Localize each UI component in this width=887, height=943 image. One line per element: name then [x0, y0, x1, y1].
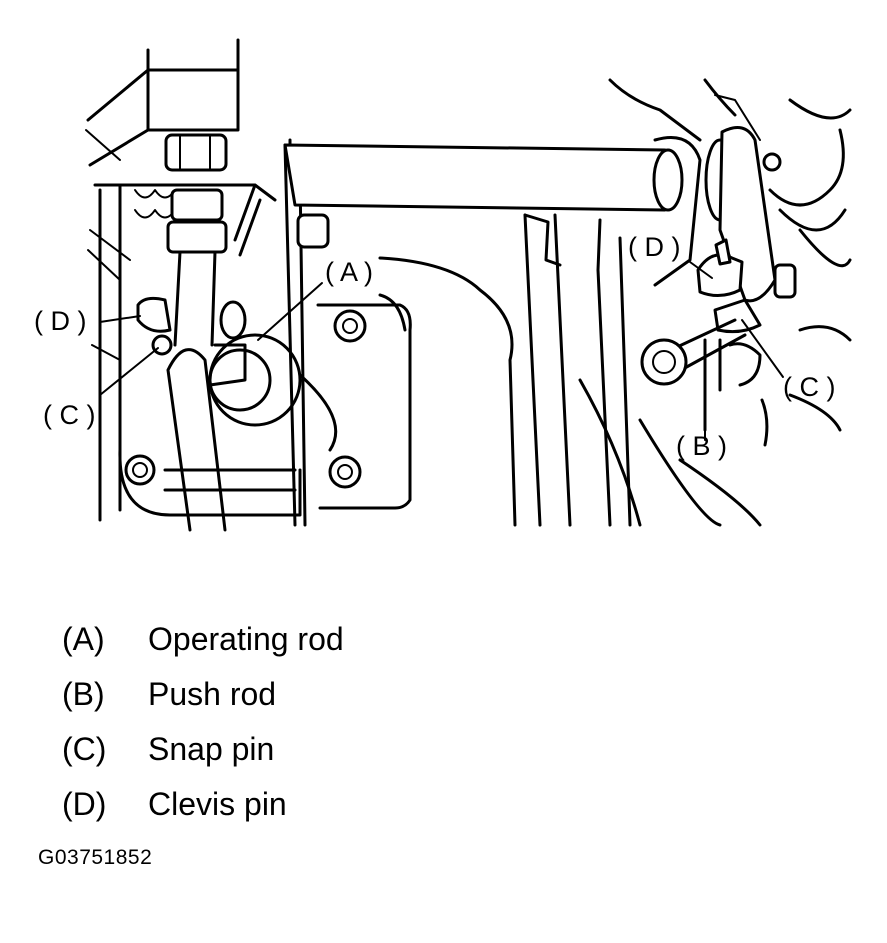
parts-legend: (A) Operating rod (B) Push rod (C) Snap …: [62, 612, 344, 832]
callout-d-left: ( D ): [34, 306, 86, 336]
legend-text: Push rod: [148, 676, 277, 712]
figure-id: G03751852: [38, 846, 153, 869]
callout-d-right: ( D ): [628, 232, 680, 262]
legend-key: (C): [62, 731, 107, 767]
callout-a: ( A ): [325, 257, 373, 287]
leader-d-right: [689, 261, 713, 279]
legend-key: (A): [62, 621, 105, 657]
callout-c-left: ( C ): [43, 400, 95, 430]
leader-a: [257, 282, 323, 341]
leader-d-left: [99, 315, 141, 323]
legend-item: (D) Clevis pin: [62, 777, 344, 832]
center-shaft-drawing: [283, 138, 684, 527]
pedal-assembly-illustration: ( A ) ( D ) ( C ) ( D ) ( C ) ( B ): [34, 38, 852, 532]
left-bracket-drawing: [85, 38, 302, 532]
callout-b: ( B ): [676, 431, 727, 461]
legend-text: Snap pin: [148, 731, 275, 767]
legend-item: (A) Operating rod: [62, 612, 344, 667]
leader-c-left: [99, 347, 159, 396]
legend-key: (B): [62, 676, 105, 712]
right-clevis-drawing: [578, 78, 852, 527]
legend-item: (C) Snap pin: [62, 722, 344, 777]
legend-key: (D): [62, 786, 107, 822]
legend-text: Clevis pin: [148, 786, 287, 822]
leader-c-right: [741, 319, 784, 378]
legend-item: (B) Push rod: [62, 667, 344, 722]
legend-text: Operating rod: [148, 621, 344, 657]
callout-c-right: ( C ): [783, 372, 835, 402]
leader-lines: [99, 261, 784, 441]
